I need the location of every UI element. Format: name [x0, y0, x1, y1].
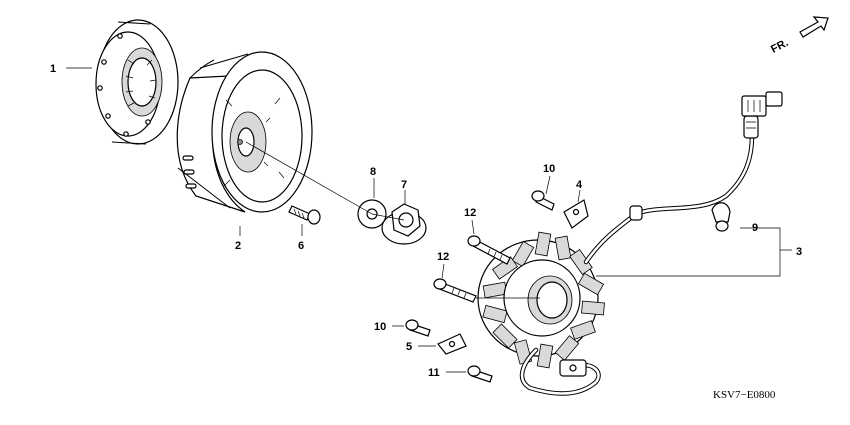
front-arrow-icon: [799, 16, 829, 38]
long-bolt-lower: [433, 278, 477, 303]
flywheel-bolt: [288, 205, 321, 225]
drawing-code: KSV7−E0800: [713, 389, 776, 401]
callout-9: 9: [752, 222, 758, 234]
callout-labels: 1 2 3 4 5 6 7 8 9 10 10 11 12 12: [50, 63, 802, 379]
callout-8: 8: [370, 166, 376, 178]
callout-1: 1: [50, 63, 56, 75]
callout-12-lower: 12: [437, 251, 449, 263]
callout-11: 11: [428, 367, 440, 379]
stator-poles: [482, 231, 605, 369]
flange-nut: [381, 203, 427, 245]
clamp-lower: [437, 333, 467, 355]
callout-6: 6: [298, 240, 304, 252]
long-bolt-upper: [467, 235, 511, 265]
clamp-upper: [563, 199, 589, 229]
front-indicator: FR.: [769, 37, 790, 56]
flywheel: [176, 51, 313, 213]
callout-7: 7: [401, 179, 407, 191]
callout-5: 5: [406, 341, 412, 353]
callout-2: 2: [235, 240, 241, 252]
leader-lines: [66, 67, 792, 373]
bolt-lower: [405, 319, 431, 337]
wire-harness: [519, 91, 783, 396]
callout-10-lower: 10: [374, 321, 386, 333]
grommet: [711, 202, 731, 232]
bolt-11: [467, 365, 493, 383]
callout-3: 3: [796, 246, 802, 258]
callout-4: 4: [576, 179, 583, 191]
bolt-upper: [531, 190, 555, 211]
callout-10-upper: 10: [543, 163, 555, 175]
callout-12-upper: 12: [464, 207, 476, 219]
starter-clutch: [95, 19, 179, 145]
